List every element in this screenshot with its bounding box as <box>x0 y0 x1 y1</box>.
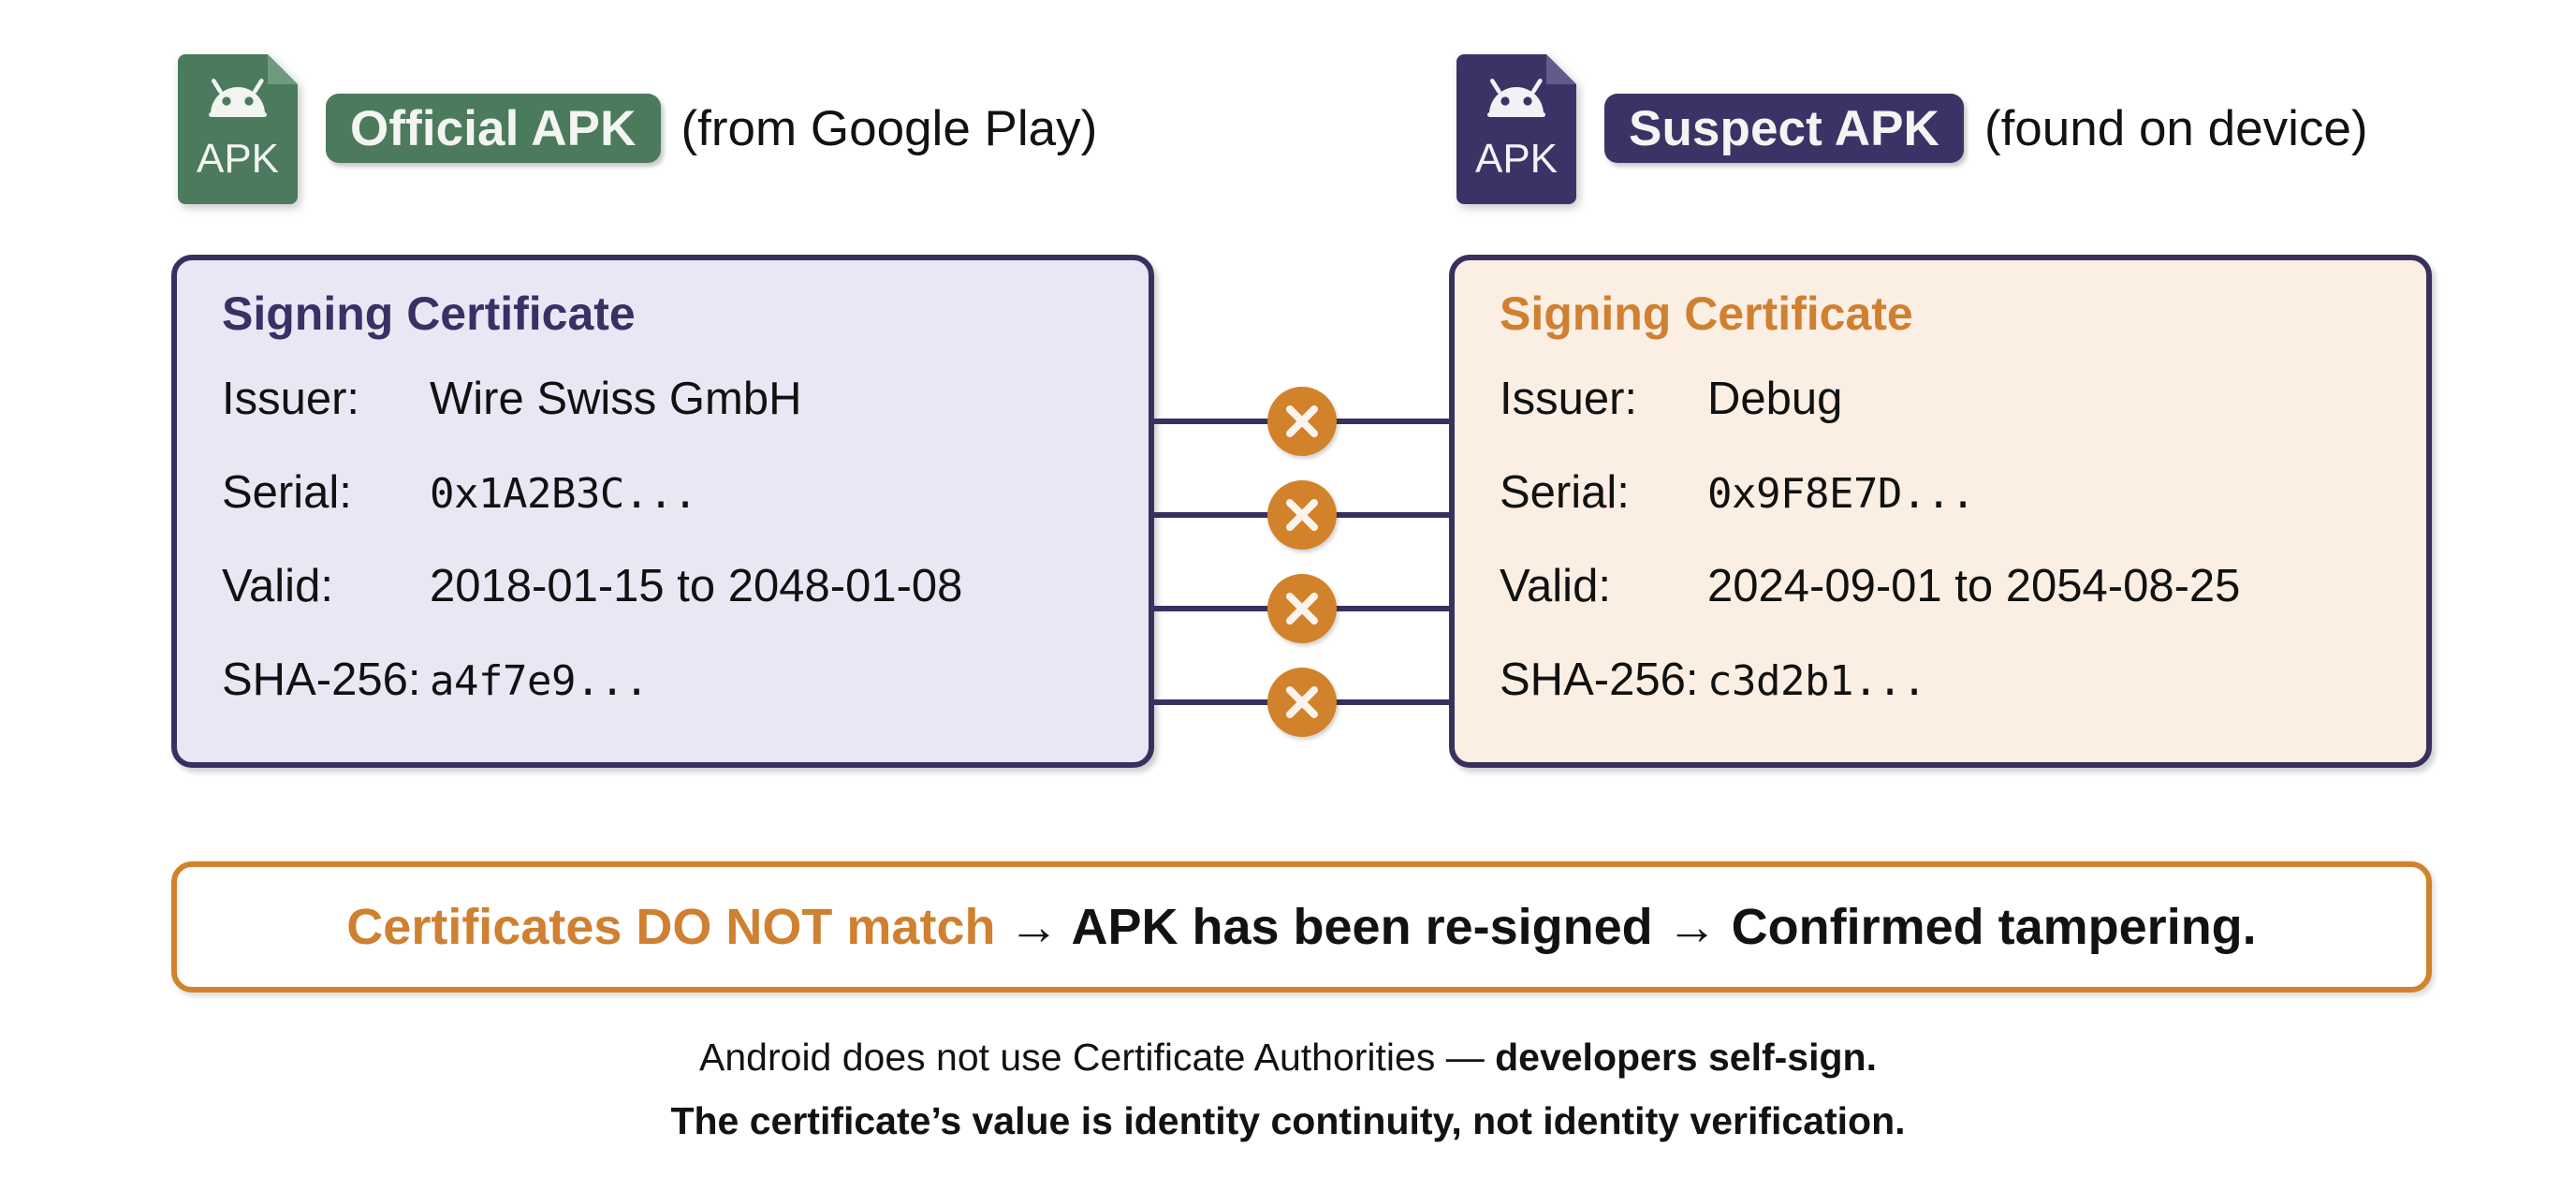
suspect-certificate-fields: Issuer: Debug Serial: 0x9F8E7D... Valid:… <box>1500 373 2404 747</box>
certificate-row: Serial: 0x9F8E7D... <box>1500 466 2404 560</box>
mismatch-connector <box>1154 668 1449 737</box>
field-value: c3d2b1... <box>1707 657 1926 705</box>
apk-file-icon-official: APK <box>170 47 305 204</box>
verdict-highlight: Certificates DO NOT match <box>346 899 996 955</box>
svg-text:APK: APK <box>197 136 279 182</box>
certificate-row: SHA-256: a4f7e9... <box>222 654 1126 747</box>
verdict-conclusion: → APK has been re-signed → Confirmed tam… <box>1008 899 2257 955</box>
official-apk-source-note: (from Google Play) <box>681 100 1098 156</box>
mismatch-x-icon <box>1266 668 1337 737</box>
field-label: SHA-256: <box>1500 654 1699 705</box>
suspect-apk-source-note: (found on device) <box>1983 100 2368 156</box>
mismatch-x-icon <box>1266 387 1337 456</box>
suspect-apk-header: APK Suspect APK (found on device) <box>1449 47 2367 204</box>
field-value: 2024-09-01 to 2054-08-25 <box>1707 561 2241 611</box>
field-value: a4f7e9... <box>430 657 649 705</box>
mismatch-connector <box>1154 387 1449 456</box>
field-label: Valid: <box>1500 561 1611 611</box>
field-label: SHA-256: <box>222 654 421 705</box>
apk-file-icon-suspect: APK <box>1449 47 1584 204</box>
suspect-apk-badge: Suspect APK <box>1604 94 1964 163</box>
certificate-row: Issuer: Debug <box>1500 373 2404 466</box>
official-apk-header: APK Official APK (from Google Play) <box>170 47 1097 204</box>
field-value: 2018-01-15 to 2048-01-08 <box>430 561 963 611</box>
mismatch-connector <box>1154 574 1449 643</box>
suspect-certificate-panel: Signing Certificate Issuer: Debug Serial… <box>1449 255 2432 768</box>
footnote-bold: The certificate’s value is identity cont… <box>670 1099 1906 1142</box>
field-value: 0x1A2B3C... <box>430 470 697 518</box>
footnote-regular: Android does not use Certificate Authori… <box>699 1036 1496 1079</box>
verdict-banner: Certificates DO NOT match → APK has been… <box>171 861 2432 992</box>
field-label: Valid: <box>222 561 333 611</box>
field-label: Serial: <box>222 467 352 518</box>
certificate-row: Valid: 2018-01-15 to 2048-01-08 <box>222 560 1126 654</box>
field-label: Issuer: <box>1500 374 1638 424</box>
footnotes: Android does not use Certificate Authori… <box>0 1025 2576 1153</box>
svg-text:APK: APK <box>1475 136 1558 182</box>
mismatch-x-icon <box>1266 574 1337 643</box>
header-row: APK Official APK (from Google Play) APK <box>0 45 2576 213</box>
field-value: Debug <box>1707 374 1843 424</box>
certificate-row: Issuer: Wire Swiss GmbH <box>222 373 1126 466</box>
official-certificate-title: Signing Certificate <box>222 287 636 340</box>
certificate-row: Serial: 0x1A2B3C... <box>222 466 1126 560</box>
footnote-line: The certificate’s value is identity cont… <box>0 1089 2576 1153</box>
mismatch-connector <box>1154 480 1449 550</box>
mismatch-x-icon <box>1266 480 1337 550</box>
official-apk-badge: Official APK <box>326 94 661 163</box>
field-value: 0x9F8E7D... <box>1707 470 1975 518</box>
mismatch-connectors <box>1154 255 1449 768</box>
certificate-row: Valid: 2024-09-01 to 2054-08-25 <box>1500 560 2404 654</box>
official-certificate-fields: Issuer: Wire Swiss GmbH Serial: 0x1A2B3C… <box>222 373 1126 747</box>
field-value: Wire Swiss GmbH <box>430 374 802 424</box>
field-label: Issuer: <box>222 374 360 424</box>
footnote-bold: developers self-sign. <box>1495 1036 1877 1079</box>
footnote-line: Android does not use Certificate Authori… <box>0 1025 2576 1089</box>
field-label: Serial: <box>1500 467 1630 518</box>
official-certificate-panel: Signing Certificate Issuer: Wire Swiss G… <box>171 255 1154 768</box>
certificate-row: SHA-256: c3d2b1... <box>1500 654 2404 747</box>
suspect-certificate-title: Signing Certificate <box>1500 287 1913 340</box>
